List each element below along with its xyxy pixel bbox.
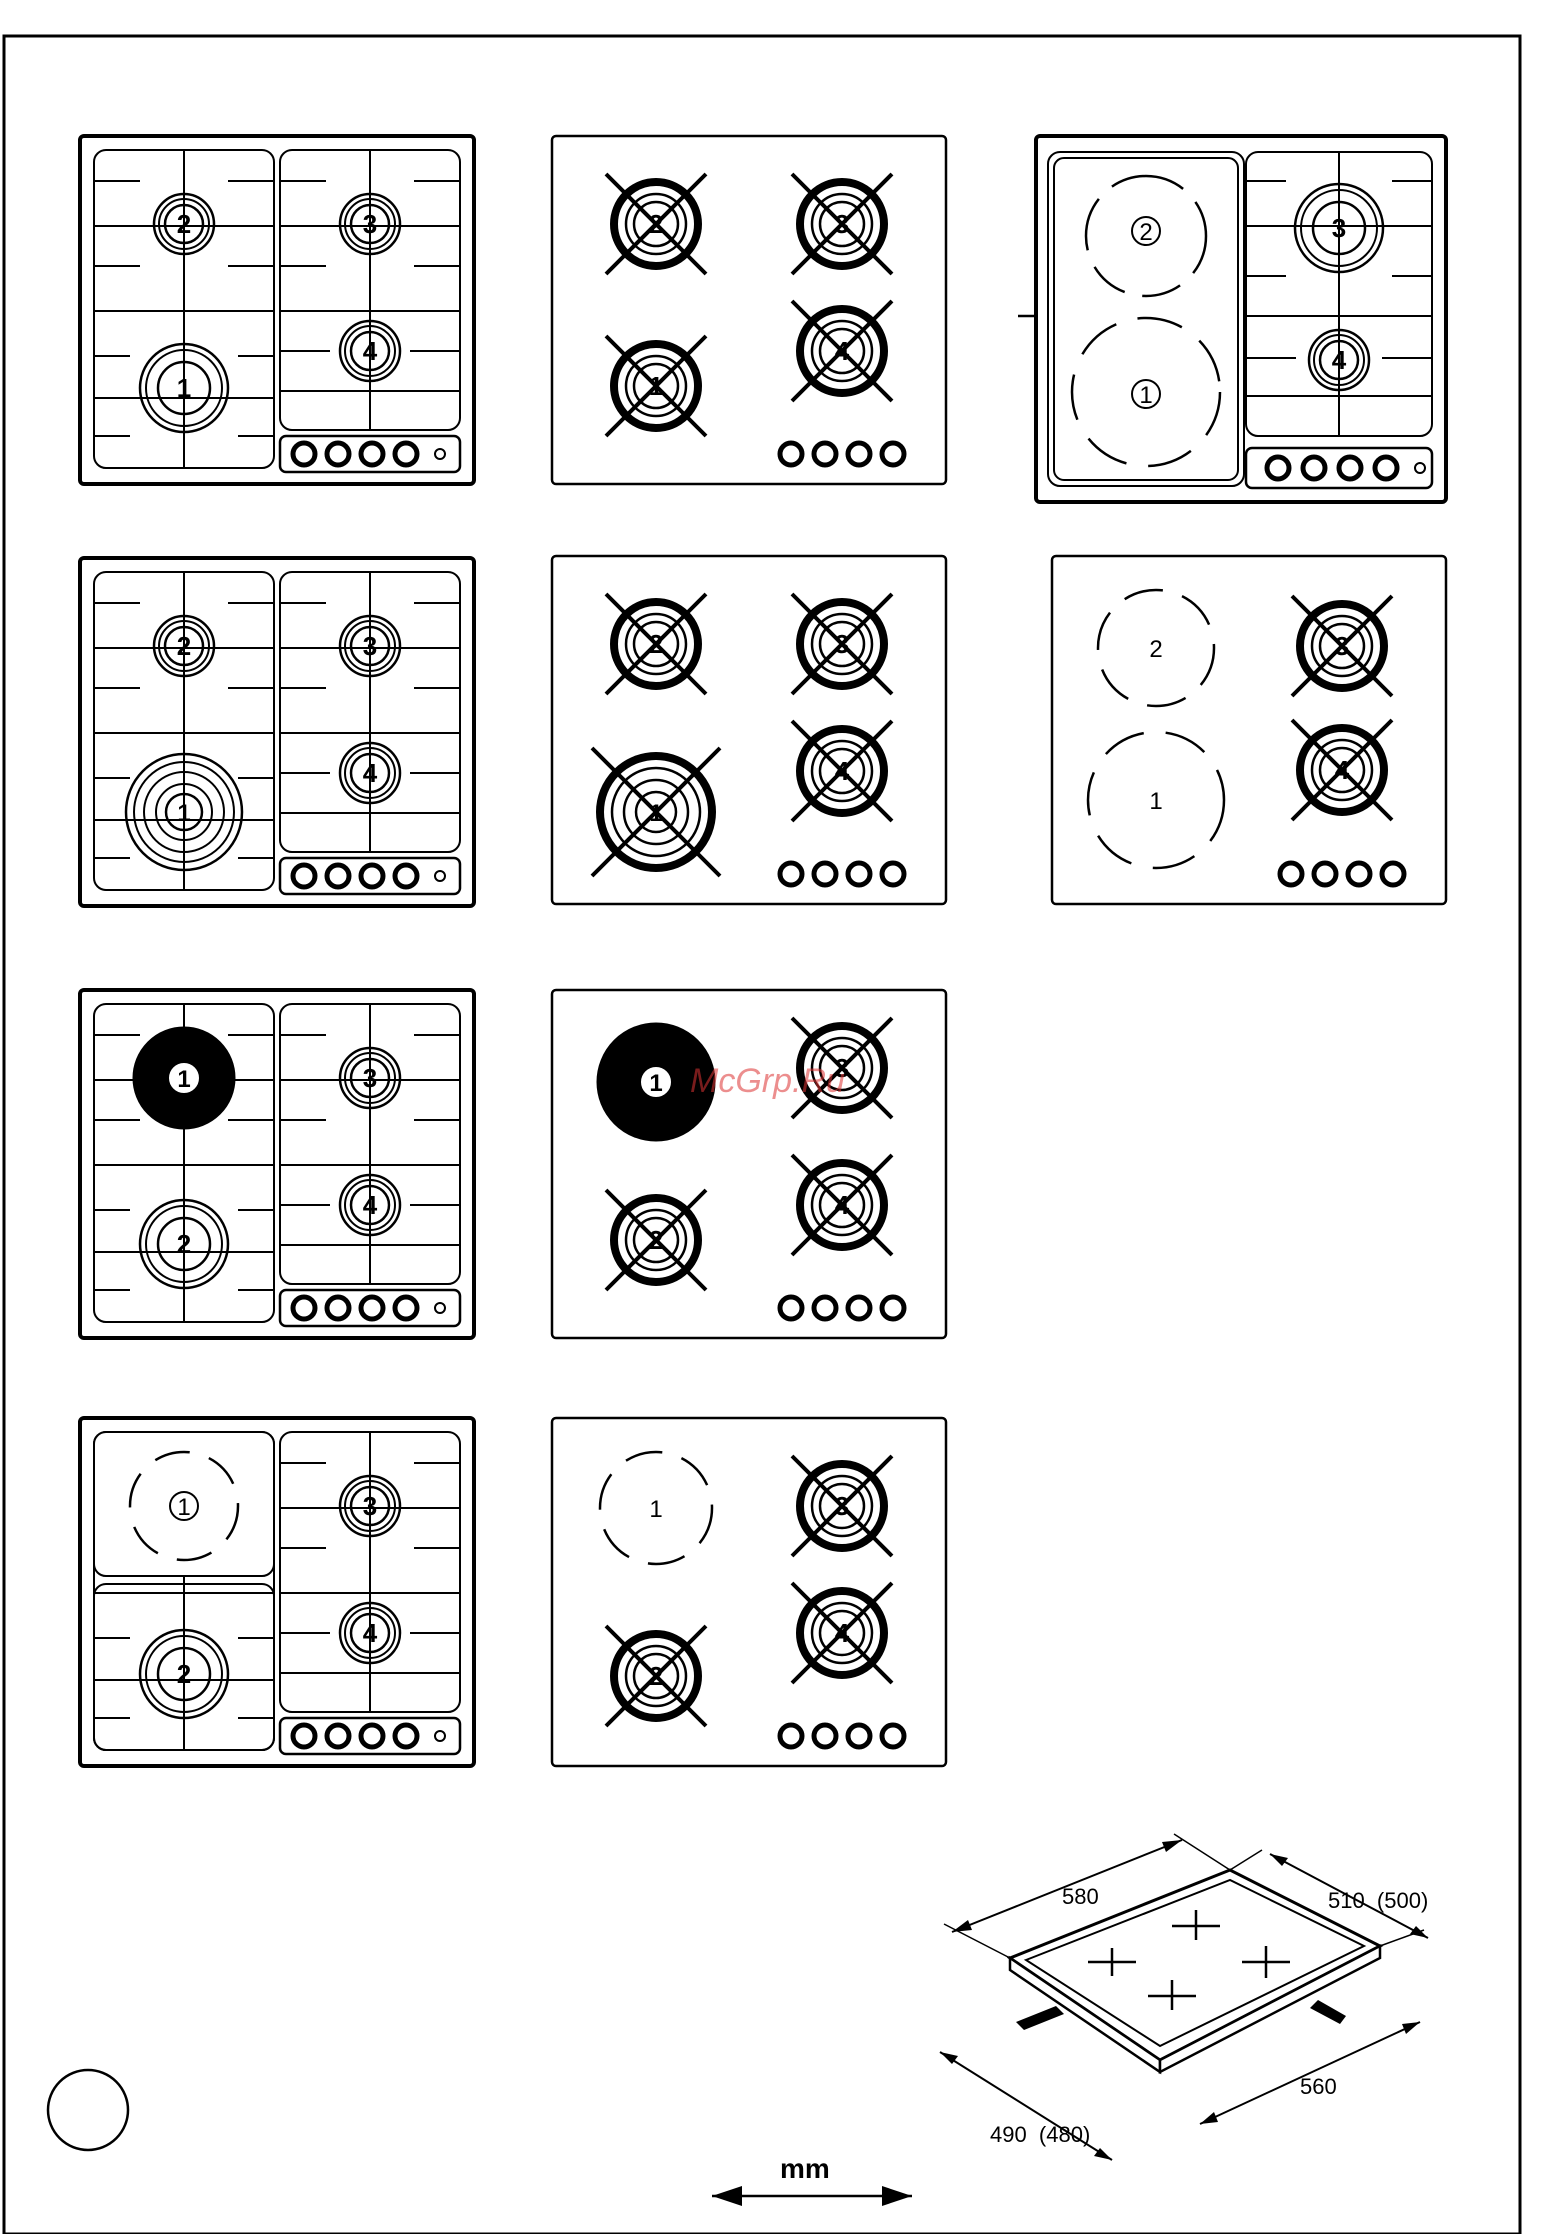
burner-label: 3 bbox=[363, 1491, 377, 1521]
hob-framed-4gas-wok: 2 3 1 4 bbox=[80, 558, 474, 906]
burner-label: 3 bbox=[1332, 213, 1346, 243]
burner-label: 1 bbox=[1149, 788, 1162, 815]
burner-label: 3 bbox=[363, 209, 377, 239]
burner-label: 1 bbox=[1139, 382, 1152, 409]
burner-label: 3 bbox=[363, 1063, 377, 1093]
burner-label: 4 bbox=[835, 1190, 850, 1220]
burner-label: 2 bbox=[177, 631, 191, 661]
hob-framed-4gas: 2 3 1 4 bbox=[80, 136, 474, 484]
hob-framed-electric-3gas: 1 3 2 4 bbox=[80, 1418, 474, 1766]
burner-label: 3 bbox=[835, 209, 849, 239]
burner-label: 2 bbox=[177, 1229, 191, 1259]
burner-label: 1 bbox=[649, 1496, 662, 1523]
arrow-right-icon bbox=[882, 2186, 912, 2206]
hob-plain-4gas-grate: 2 3 1 4 bbox=[552, 136, 946, 484]
hob-framed-2electric-2gas: 2 3 1 4 bbox=[1018, 136, 1446, 502]
burner-label: 1 bbox=[649, 371, 663, 401]
burner-label: 4 bbox=[363, 758, 378, 788]
burner-label: 1 bbox=[177, 1494, 190, 1521]
burner-label: 1 bbox=[177, 373, 191, 403]
burner-label: 3 bbox=[363, 631, 377, 661]
burner-label: 4 bbox=[1335, 755, 1350, 785]
burner-label: 2 bbox=[649, 1225, 663, 1255]
burner-label: 2 bbox=[649, 209, 663, 239]
burner-label: 2 bbox=[177, 209, 191, 239]
hob-plain-4gas-grate-wok: 2 3 1 4 bbox=[552, 556, 946, 904]
watermark-text: McGrp.Ru bbox=[690, 1062, 845, 1100]
burner-label: 1 bbox=[177, 800, 190, 827]
dimension-drawing: 580 510 (500) 490 (480) 560 bbox=[940, 1834, 1428, 2160]
burner-label: 2 bbox=[1149, 636, 1162, 663]
burner-label: 1 bbox=[649, 1070, 662, 1097]
burner-label: 2 bbox=[177, 1659, 191, 1689]
burner-label: 2 bbox=[649, 1661, 663, 1691]
unit-label: mm bbox=[780, 2153, 830, 2184]
burner-label: 4 bbox=[835, 336, 850, 366]
hob-plain-2electric-2gas: 2 3 1 4 bbox=[1052, 556, 1446, 904]
burner-label: 4 bbox=[835, 756, 850, 786]
burner-label: 1 bbox=[177, 1066, 190, 1093]
unit-indicator: mm bbox=[712, 2153, 912, 2206]
section-marker bbox=[48, 2070, 128, 2150]
burner-label: 4 bbox=[363, 1618, 378, 1648]
burner-label: 3 bbox=[835, 629, 849, 659]
burner-label: 1 bbox=[649, 800, 662, 827]
burner-label: 4 bbox=[363, 1190, 378, 1220]
burner-label: 4 bbox=[363, 336, 378, 366]
dimension-cutout-depth: 490 (480) bbox=[990, 2122, 1090, 2147]
dimension-cutout-width: 560 bbox=[1300, 2074, 1337, 2099]
hob-plain-solidplate-3gas: 1 3 2 4 bbox=[552, 990, 946, 1338]
burner-label: 3 bbox=[1335, 631, 1349, 661]
hob-framed-solidplate-3gas: 1 3 2 4 bbox=[80, 990, 474, 1338]
burner-label: 2 bbox=[649, 629, 663, 659]
burner-label: 2 bbox=[1139, 219, 1152, 246]
burner-label: 3 bbox=[835, 1491, 849, 1521]
burner-label: 4 bbox=[1332, 345, 1347, 375]
dimension-width-top: 580 bbox=[1062, 1884, 1099, 1909]
hob-plain-electric-3gas: 1 3 2 4 bbox=[552, 1418, 946, 1766]
dimension-depth-top: 510 (500) bbox=[1328, 1888, 1428, 1913]
burner-label: 4 bbox=[835, 1618, 850, 1648]
arrow-left-icon bbox=[712, 2186, 742, 2206]
